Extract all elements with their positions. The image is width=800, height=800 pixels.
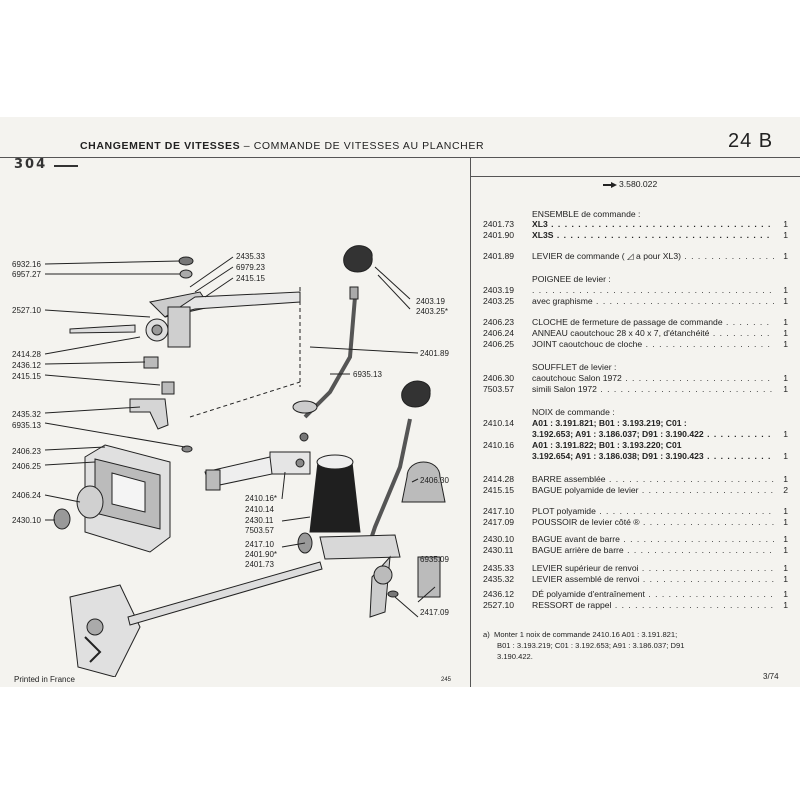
diagram-label: 2401.89 bbox=[420, 349, 449, 358]
group-heading: NOIX de commande : bbox=[532, 407, 615, 417]
washer-part bbox=[178, 256, 194, 266]
front-bush-part bbox=[53, 508, 71, 530]
bar-part bbox=[167, 306, 191, 348]
parts-row: 2403.191 bbox=[483, 285, 788, 296]
group-heading: POIGNEE de levier : bbox=[532, 274, 611, 284]
diagram-label: 6935.13 bbox=[353, 370, 382, 379]
die-part bbox=[143, 356, 159, 369]
diagram-label: 2527.10 bbox=[12, 306, 41, 315]
diagram-label: 2415.15 bbox=[12, 372, 41, 381]
diagram-label: 2406.25 bbox=[12, 462, 41, 471]
relay-lever-part bbox=[129, 398, 169, 430]
diagram-label: 2410.16* bbox=[245, 494, 278, 503]
lever-knob-2-part bbox=[401, 380, 431, 408]
diagram-label: 2417.10 bbox=[245, 540, 274, 549]
page-number: 245 bbox=[441, 677, 452, 683]
diagram-label: 2417.09 bbox=[420, 608, 449, 617]
parts-row: 2401.73XL31 bbox=[483, 219, 788, 230]
model-logo: 304 bbox=[14, 157, 79, 172]
diagram-label: 6935.13 bbox=[12, 421, 41, 430]
exploded-diagram bbox=[44, 245, 446, 677]
base-plate-part bbox=[69, 584, 141, 677]
column-divider bbox=[470, 157, 471, 687]
diagram-label: 2406.24 bbox=[12, 491, 41, 500]
group-heading: ENSEMBLE de commande : bbox=[532, 209, 641, 219]
diagram-label: 7503.57 bbox=[245, 526, 274, 535]
diagram-label: 2430.11 bbox=[245, 516, 274, 525]
parts-row: 3.192.654; A91 : 3.186.038; D91 : 3.190.… bbox=[483, 451, 788, 462]
diagram-label: 2414.28 bbox=[12, 350, 41, 359]
rear-bush-part bbox=[205, 469, 221, 491]
diagram-label: 2415.15 bbox=[236, 274, 265, 283]
diagram-label: 2435.32 bbox=[12, 410, 41, 419]
diagram-label: 6935.09 bbox=[420, 555, 449, 564]
section-code: 24 B bbox=[728, 130, 774, 152]
serial-number: 3.580.022 bbox=[603, 179, 657, 189]
diagram-label: 2406.23 bbox=[12, 447, 41, 456]
gear-lever-part bbox=[303, 296, 357, 419]
diagram-label: 2403.19 bbox=[416, 297, 445, 306]
parts-row: 3.192.653; A91 : 3.186.037; D91 : 3.190.… bbox=[483, 429, 788, 440]
spring-part bbox=[69, 324, 136, 334]
lever-knob-part bbox=[343, 245, 373, 273]
plot-part bbox=[161, 381, 175, 395]
assembly-note: a) Monter 1 noix de commande 2410.16 A01… bbox=[483, 630, 685, 661]
rubber-boot-part bbox=[401, 461, 446, 503]
diagram-label: 2410.14 bbox=[245, 505, 274, 514]
group-heading: SOUFFLET de levier : bbox=[532, 362, 617, 372]
diagram-label: 2401.73 bbox=[245, 560, 274, 569]
diagram-label: 6932.16 bbox=[12, 260, 41, 269]
printed-in-france: Printed in France bbox=[14, 675, 75, 684]
sealing-ring-part bbox=[76, 485, 104, 519]
clip-part bbox=[179, 269, 193, 279]
diagram-label: 2403.25* bbox=[416, 307, 449, 316]
arrow-right-icon bbox=[603, 181, 617, 188]
edition-date: 3/74 bbox=[763, 672, 779, 681]
diagram-label: 2436.12 bbox=[12, 361, 41, 370]
page-title: CHANGEMENT DE VITESSES – COMMANDE DE VIT… bbox=[80, 140, 485, 152]
lever-housing-part bbox=[319, 534, 401, 560]
long-rod-part bbox=[127, 561, 323, 626]
parts-row: 2401.90XL3S1 bbox=[483, 230, 788, 241]
gaiter-part bbox=[309, 461, 361, 533]
diagram-label: 2435.33 bbox=[236, 252, 265, 261]
diagram-label: 2406.30 bbox=[420, 476, 449, 485]
header-divider bbox=[0, 157, 800, 158]
serial-divider bbox=[470, 176, 800, 177]
diagram-label: 2430.10 bbox=[12, 516, 41, 525]
diagram-label: 6957.27 bbox=[12, 270, 41, 279]
diagram-label: 6979.23 bbox=[236, 263, 265, 272]
diagram-label: 2401.90* bbox=[245, 550, 278, 559]
